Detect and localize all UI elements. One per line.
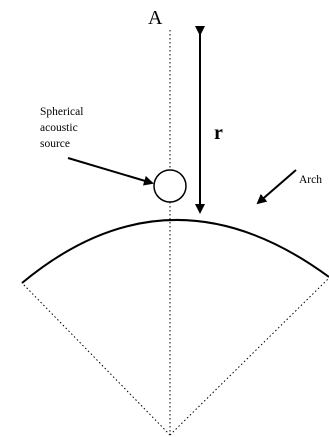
radius-label: r: [214, 122, 223, 144]
source-pointer-arrow: [67, 157, 154, 186]
spherical-source-circle: [153, 169, 187, 203]
point-a-label: A: [148, 7, 163, 29]
left-radial-line: [21, 282, 171, 436]
arch-curve: [21, 219, 329, 284]
source-label-line1: Spherical: [40, 106, 83, 118]
arch-pointer-arrow: [256, 169, 297, 205]
arch-label: Arch: [299, 174, 322, 186]
right-radial-line: [169, 277, 329, 436]
source-label-line3: source: [40, 138, 70, 150]
source-label-line2: acoustic: [40, 122, 78, 134]
